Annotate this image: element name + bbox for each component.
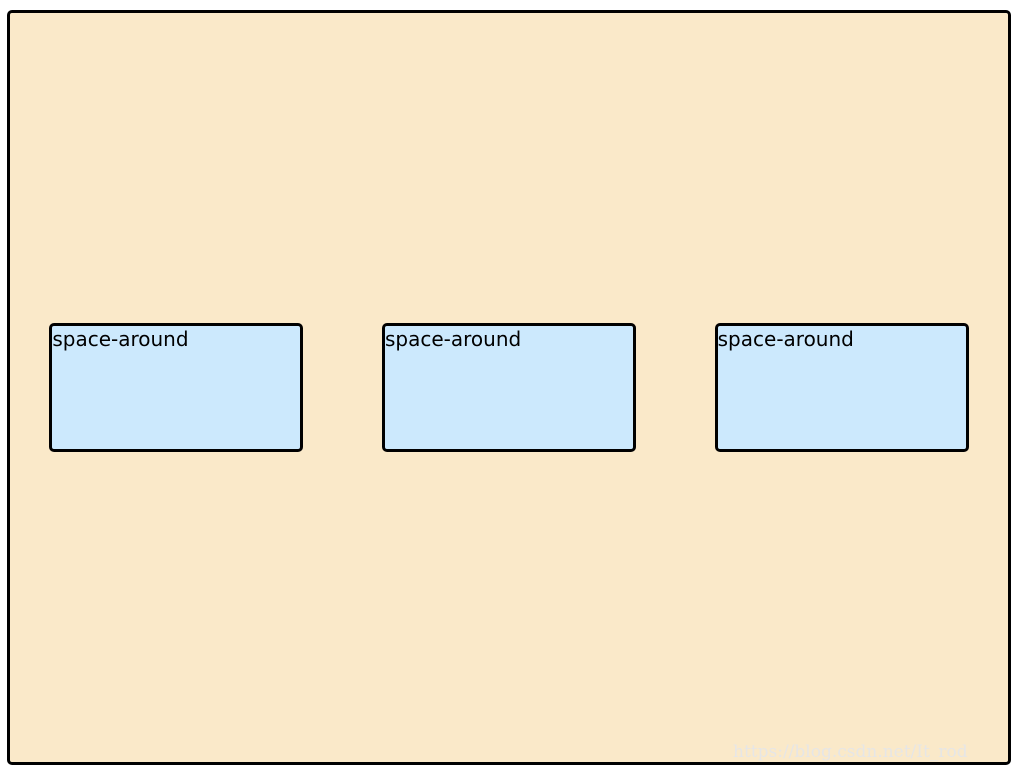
flex-item-2: space-around [381,323,636,452]
flex-item-label: space-around [717,327,854,351]
flex-item-label: space-around [52,327,189,351]
flex-item-label: space-around [384,327,522,351]
flex-container: space-around space-around space-around [7,10,1011,765]
flex-item-3: space-around [714,323,969,452]
source-watermark: https://blog.csdn.net/It_rod [733,742,968,762]
flex-item-1: space-around [49,323,304,452]
